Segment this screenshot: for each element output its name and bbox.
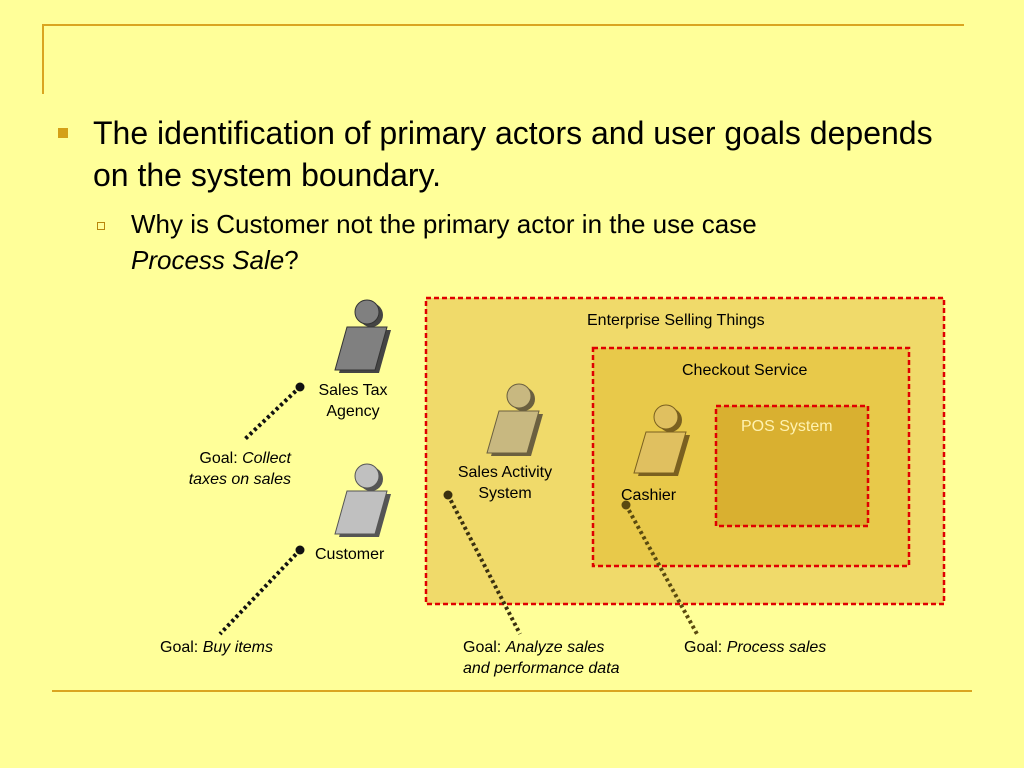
collect-goal-line: [242, 385, 302, 442]
bullet-text: The identification of primary actors and…: [93, 115, 933, 193]
bullet-square-icon: [58, 128, 68, 138]
sub-bullet-italic: Process Sale: [131, 245, 285, 275]
left-rule: [42, 24, 44, 94]
analyze-goal-dot: [443, 490, 453, 500]
collect-goal-dot: [295, 382, 305, 392]
customer-label: Customer: [315, 546, 385, 563]
sub-bullet-suffix: ?: [284, 245, 299, 275]
sales-activity-system-label: Sales Activity System: [445, 462, 565, 504]
bottom-rule: [52, 690, 972, 692]
sales-activity-system-label-line1: Sales Activity: [457, 464, 553, 481]
sales-tax-agency-label-line2: Agency: [326, 403, 380, 420]
analyze-goal-text-line1: Analyze sales: [505, 639, 605, 656]
collect-goal-text-line2: taxes on sales: [188, 471, 291, 488]
sales-activity-system-label-line2: System: [478, 485, 532, 502]
sub-bullet-main: Why is Customer not the primary actor in…: [131, 209, 757, 239]
analyze-goal-label: Goal: Analyze sales and performance data: [463, 637, 620, 679]
pos-boundary: [714, 404, 870, 528]
process-goal-dot: [621, 500, 631, 510]
buy-goal-label: Goal: Buy items: [160, 637, 273, 658]
collect-goal-label: Goal: Collect taxes on sales: [173, 448, 291, 490]
buy-goal-dot: [295, 545, 305, 555]
analyze-goal-line: [446, 494, 522, 635]
cashier-actor-icon: [633, 404, 690, 476]
collect-goal-text-line1: Collect: [242, 450, 291, 467]
process-goal-label: Goal: Process sales: [684, 637, 826, 658]
sales-tax-agency-actor-icon: [334, 299, 391, 373]
sales-activity-system-actor-icon: [486, 383, 543, 456]
customer-actor-icon: [334, 463, 391, 537]
buy-goal-text: Buy items: [202, 639, 273, 656]
process-goal-line: [624, 504, 699, 635]
process-goal-text: Process sales: [726, 639, 827, 656]
sub-bullet-text: Why is Customer not the primary actor in…: [131, 206, 931, 278]
collect-goal-prefix: Goal:: [199, 450, 238, 467]
sales-tax-agency-label-line1: Sales Tax: [318, 382, 388, 399]
top-rule: [42, 24, 964, 26]
checkout-boundary-label: Checkout Service: [682, 362, 808, 379]
analyze-goal-prefix: Goal:: [463, 639, 502, 656]
process-goal-prefix: Goal:: [684, 639, 723, 656]
enterprise-boundary-label: Enterprise Selling Things: [587, 312, 765, 329]
buy-goal-line: [218, 548, 302, 636]
sub-bullet-hollow-square-icon: [97, 222, 105, 230]
cashier-label: Cashier: [621, 487, 677, 504]
analyze-goal-text-line2: and performance data: [463, 660, 620, 677]
sales-tax-agency-label: Sales Tax Agency: [305, 380, 401, 422]
buy-goal-prefix: Goal:: [160, 639, 199, 656]
pos-boundary-label: POS System: [741, 418, 833, 435]
